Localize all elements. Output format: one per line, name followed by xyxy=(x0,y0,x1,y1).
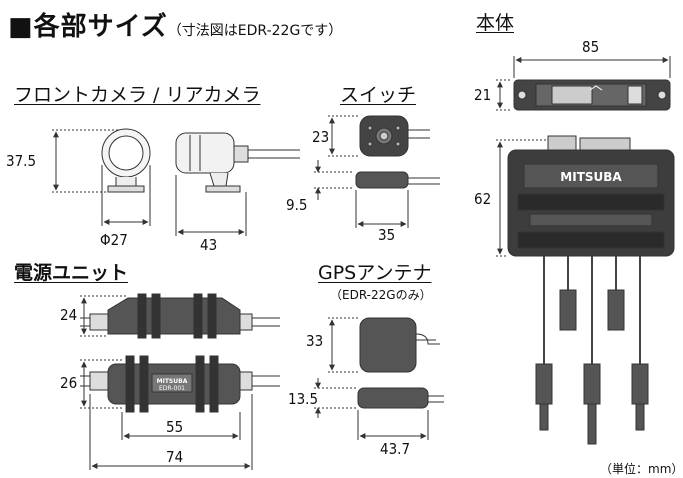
camera-length-dim: 43 xyxy=(200,236,218,254)
title-note: （寸法図はEDR-22Gです） xyxy=(167,23,343,39)
body-brand-label: MITSUBA xyxy=(560,170,622,184)
switch-thickness-dim: 9.5 xyxy=(286,196,308,214)
camera-front-view xyxy=(101,128,151,193)
body-front-view xyxy=(507,135,675,257)
switch-width-dim: 35 xyxy=(378,226,396,244)
power-width-dim: 74 xyxy=(166,448,184,466)
gps-note: （EDR-22Gのみ） xyxy=(330,288,432,302)
gps-width-dim: 43.7 xyxy=(380,440,411,458)
switch-top-view xyxy=(359,115,430,157)
gps-thickness-dim: 13.5 xyxy=(288,390,319,408)
body-width-dim: 85 xyxy=(582,38,600,56)
body-top-view xyxy=(513,79,671,111)
unit-note: （単位：mm） xyxy=(600,462,683,476)
camera-diameter-dim: Φ27 xyxy=(100,231,128,249)
body-thickness-dim: 21 xyxy=(474,86,492,104)
gps-section-title: GPSアンテナ xyxy=(318,262,432,284)
body-height-dim: 62 xyxy=(474,190,492,208)
page-title: ■各部サイズ（寸法図はEDR-22Gです） xyxy=(8,12,343,42)
power-inner-width-dim: 55 xyxy=(166,418,184,436)
camera-height-dim: 37.5 xyxy=(6,152,37,170)
switch-section-title: スイッチ xyxy=(340,84,417,106)
switch-height-dim: 23 xyxy=(312,128,330,146)
camera-side-view xyxy=(175,132,300,193)
power-height-top-dim: 24 xyxy=(60,306,78,324)
body-section-title: 本体 xyxy=(476,12,515,34)
power-section-title: 電源ユニット xyxy=(14,262,129,284)
gps-height-dim: 33 xyxy=(306,332,324,350)
body-cables xyxy=(543,256,641,364)
power-height-bottom-dim: 26 xyxy=(60,374,78,392)
body-connectors xyxy=(535,289,649,445)
power-model-label: EDR-001 xyxy=(159,385,185,392)
power-brand-label: MITSUBA xyxy=(157,378,188,385)
gps-side-view xyxy=(357,387,444,409)
switch-side-view xyxy=(355,171,440,189)
camera-section-title: フロントカメラ / リアカメラ xyxy=(14,84,261,106)
power-unit-top xyxy=(80,293,280,339)
gps-top-view xyxy=(359,317,440,373)
power-unit-bottom xyxy=(80,355,280,413)
